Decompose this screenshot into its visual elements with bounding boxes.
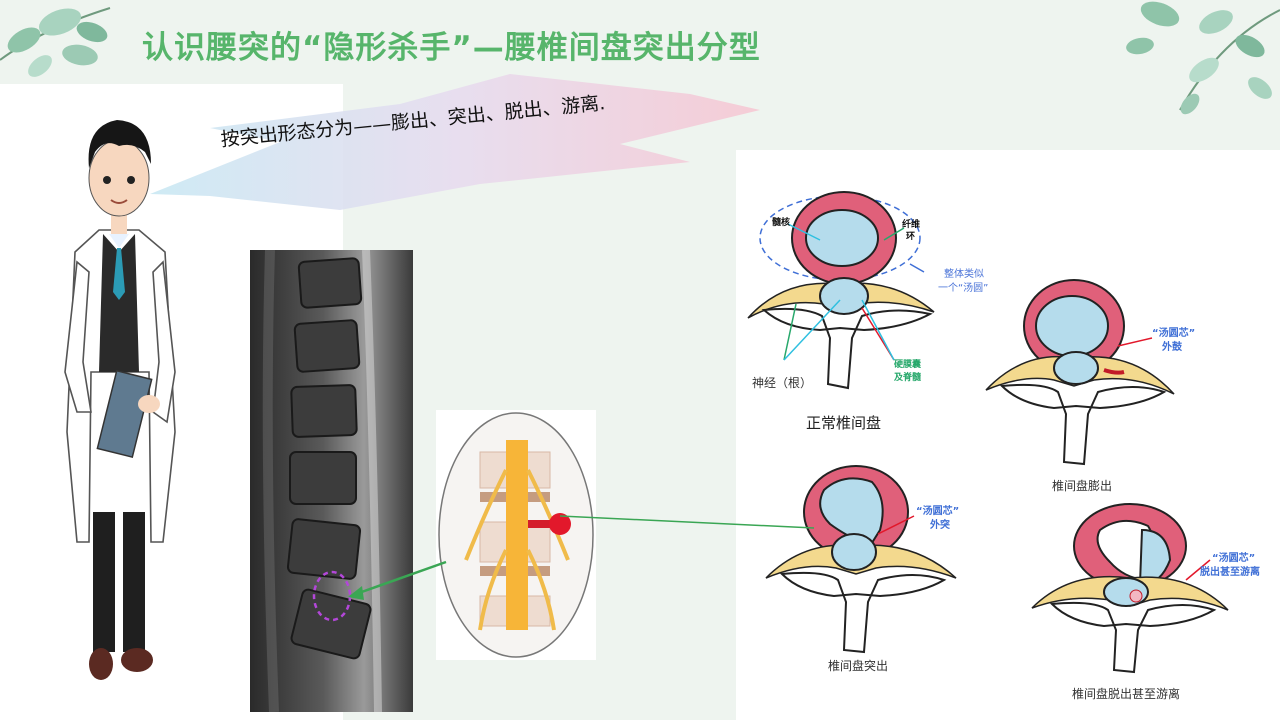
- leaf-cluster-icon: [1126, 1, 1280, 115]
- bulge-callout-2: 外鼓: [1162, 342, 1182, 353]
- caption-extrusion: 椎间盘脱出甚至游离: [1072, 687, 1181, 701]
- label-nucleus: 髓核: [772, 218, 791, 228]
- caption-normal: 正常椎间盘: [806, 414, 882, 432]
- bulge-disc-diagram: [985, 279, 1175, 466]
- normal-disc-diagram: [747, 191, 935, 390]
- extrusion-disc-diagram: [1031, 503, 1229, 674]
- lens-panel: [436, 410, 596, 660]
- leaf-cluster-icon: [0, 7, 111, 77]
- speech-bubble: [150, 74, 760, 210]
- extrusion-callout-1: “汤圆芯”: [1212, 553, 1256, 564]
- label-dura-1: 硬膜囊: [894, 360, 922, 370]
- protrusion-callout-1: “汤圆芯”: [916, 506, 960, 517]
- page-title: 认识腰突的“隐形杀手”—腰椎间盘突出分型: [142, 30, 761, 66]
- label-annulus-1: 纤维: [902, 220, 921, 230]
- protrusion-callout-2: 外突: [930, 520, 950, 531]
- caption-protrusion: 椎间盘突出: [828, 659, 889, 673]
- extrusion-callout-2: 脱出甚至游离: [1200, 567, 1260, 578]
- label-dura-2: 及脊髓: [894, 373, 922, 383]
- label-nerve: 神经（根）: [752, 376, 813, 390]
- doctor-figure: [64, 120, 176, 680]
- mri-scan: [250, 250, 413, 712]
- label-like-1: 整体类似: [944, 269, 984, 280]
- bulge-callout-1: “汤圆芯”: [1152, 328, 1196, 339]
- label-annulus-2: 环: [906, 232, 916, 242]
- label-like-2: 一个“汤圆”: [938, 283, 989, 294]
- protrusion-disc-diagram: [765, 465, 957, 654]
- caption-bulge: 椎间盘膨出: [1052, 479, 1113, 493]
